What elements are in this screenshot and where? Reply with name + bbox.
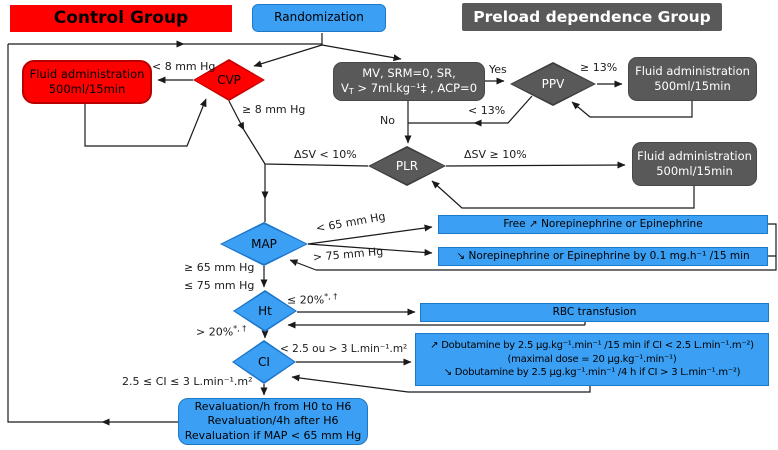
edge-label-map-in-range-1: ≥ 65 mm Hg [184,261,255,274]
plr-label: PLR [395,159,419,173]
connector-group [7,33,777,426]
fluid-admin-ppv-line2: 500ml/15min [654,79,731,93]
control-group-header: Control Group [10,5,232,32]
fluid-admin-control-line1: Fluid administration [29,66,145,81]
dobutamine-line1: ↗ Dobutamine by 2.5 µg.kg⁻¹.min⁻¹ /15 mi… [430,340,754,352]
ci-label: CI [258,355,270,369]
ventilation-criteria-line2: VT > 7ml.kg⁻¹‡ , ACP=0 [341,81,477,98]
rbc-transfusion-label: RBC transfusion [552,305,637,318]
revaluation-line3: Revaluation if MAP < 65 mm Hg [184,428,362,442]
edge-label-ht-high: > 20%*, † [196,324,246,339]
randomization-label: Randomization [274,10,364,25]
dobutamine-node: ↗ Dobutamine by 2.5 µg.kg⁻¹.min⁻¹ /15 mi… [415,333,769,386]
ht-low-footnote: *, † [324,292,338,301]
ventilation-criteria-node: MV, SRM=0, SR, VT > 7ml.kg⁻¹‡ , ACP=0 [333,62,485,101]
vt-subscript: T [348,86,354,96]
edge-label-map-in-range-2: ≤ 75 mm Hg [184,279,255,292]
edge-label-plr-high: ΔSV ≥ 10% [464,148,527,161]
revaluation-line2: Revaluation/4h after H6 [207,414,339,428]
edge-label-ci-in-range: 2.5 ≤ CI ≤ 3 L.min⁻¹.m² [122,375,253,388]
edge-label-cvp-low: < 8 mm Hg [152,60,216,73]
vt-symbol: V [340,80,349,95]
randomization-node: Randomization [252,4,386,32]
edge-label-cvp-high: ≥ 8 mm Hg [242,103,306,116]
control-group-title: Control Group [53,8,189,29]
ppv-label: PPV [541,77,565,91]
edge-label-ppv-low: < 13% [468,104,506,117]
fluid-admin-plr-line2: 500ml/15min [656,164,733,178]
revaluation-node: Revaluation/h from H0 to H6 Revaluation/… [178,398,368,445]
ppv-diamond: PPV [510,62,596,106]
ht-label: Ht [258,304,272,318]
edge-label-no: No [380,114,395,127]
cvp-label: CVP [217,73,241,87]
ci-diamond: CI [232,340,296,384]
fluid-admin-control-line2: 500ml/15min [48,82,126,96]
free-norepinephrine-node: Free ↗ Norepinephrine or Epinephrine [438,215,768,234]
ventilation-criteria-line1: MV, SRM=0, SR, [362,65,456,80]
edge-label-yes: Yes [489,63,507,76]
ht-high-footnote: *, † [233,324,247,333]
edge-label-ci-out-of-range: < 2.5 ou > 3 L.min⁻¹.m² [280,343,408,355]
ht-high-text: > 20% [196,325,234,339]
plr-diamond: PLR [368,146,446,186]
rbc-transfusion-node: RBC transfusion [420,303,769,322]
dobutamine-line2: (maximal dose = 20 µg.kg⁻¹.min⁻¹) [507,353,677,365]
fluid-admin-plr-line1: Fluid administration [637,148,752,163]
edge-label-ppv-high: ≥ 13% [580,61,618,74]
map-label: MAP [251,237,277,251]
vt-condition: > 7ml.kg⁻¹‡ , ACP=0 [353,80,478,95]
fluid-admin-ppv-line1: Fluid administration [635,63,750,78]
revaluation-line1: Revaluation/h from H0 to H6 [194,399,352,413]
preload-group-title: Preload dependence Group [473,7,711,26]
cvp-diamond: CVP [193,59,265,101]
ht-diamond: Ht [233,290,297,332]
decrease-norepinephrine-label: ↘ Norepinephrine or Epinephrine by 0.1 m… [456,249,750,262]
ht-low-text: ≤ 20% [287,293,325,307]
edge-label-plr-low: ΔSV < 10% [294,148,357,161]
fluid-admin-control-node: Fluid administration 500ml/15min [22,60,152,104]
free-norepinephrine-label: Free ↗ Norepinephrine or Epinephrine [503,217,703,230]
edge-label-ht-low: ≤ 20%*, † [287,292,337,307]
dobutamine-line3: ↘ Dobutamine by 2.5 µg.kg⁻¹.min⁻¹ /4 h i… [443,367,741,379]
decrease-norepinephrine-node: ↘ Norepinephrine or Epinephrine by 0.1 m… [438,247,768,266]
preload-group-header: Preload dependence Group [462,3,722,31]
map-diamond: MAP [220,222,308,266]
fluid-admin-ppv-node: Fluid administration 500ml/15min [628,57,757,101]
fluid-admin-plr-node: Fluid administration 500ml/15min [632,142,757,186]
